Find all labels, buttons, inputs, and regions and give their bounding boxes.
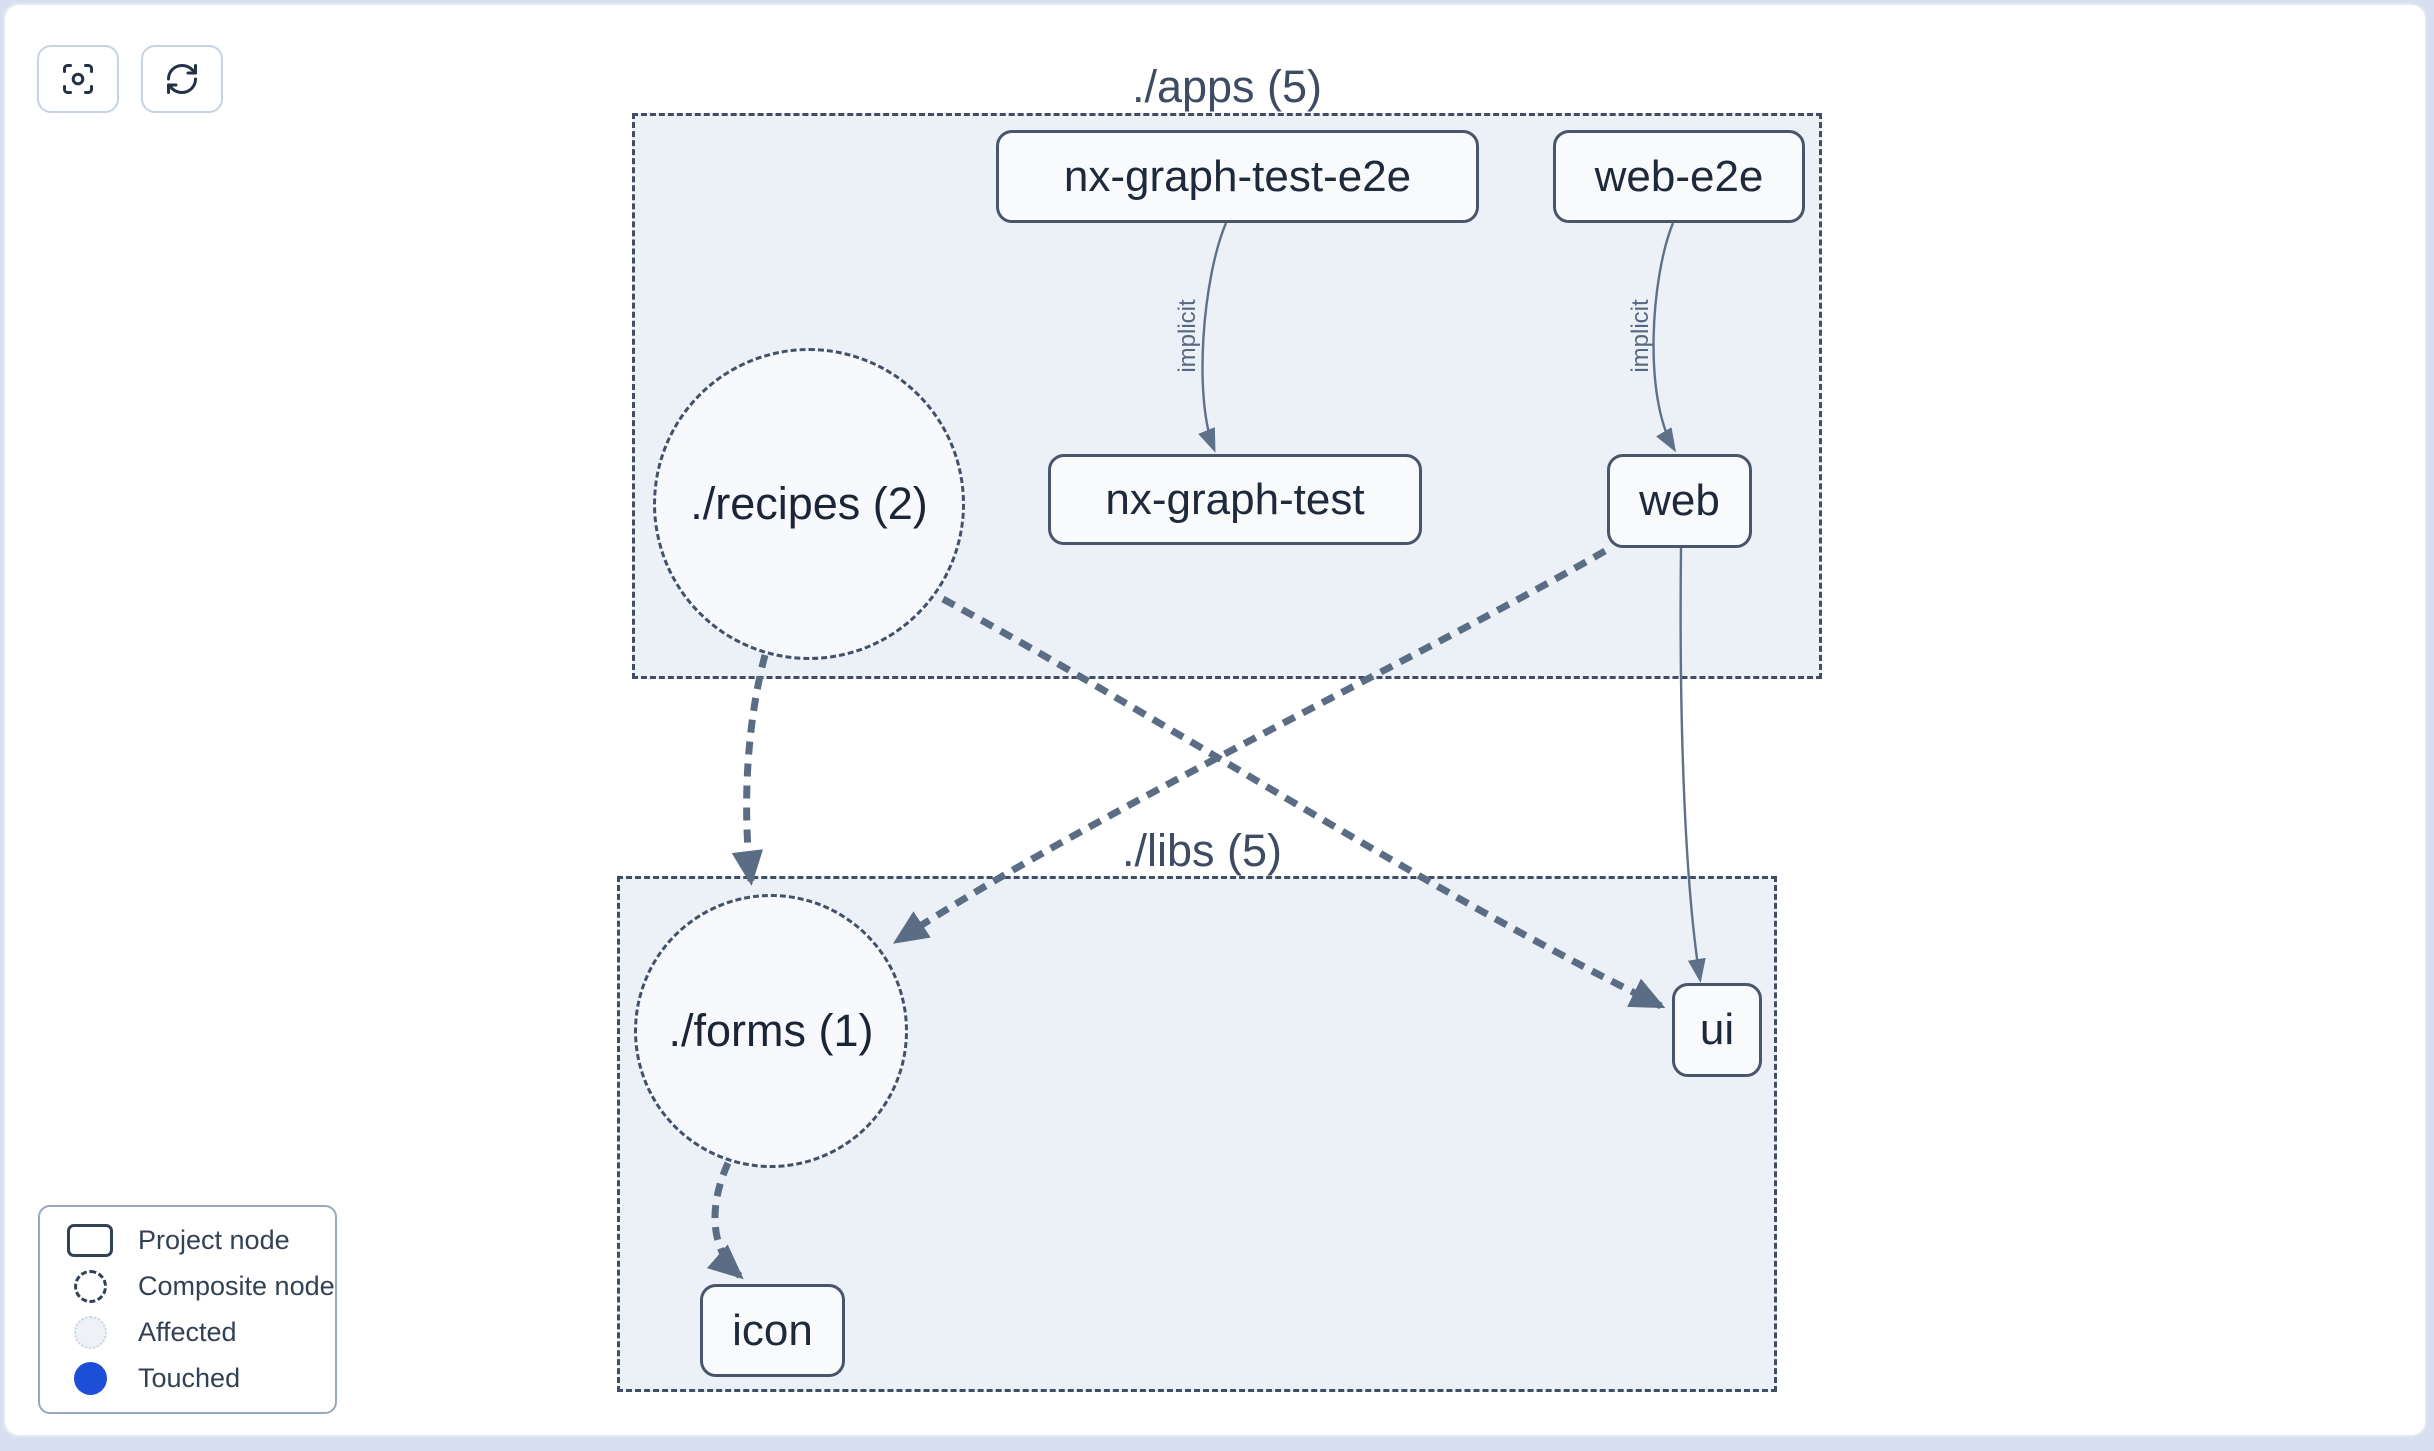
project-node-icon[interactable]: icon [700,1284,845,1377]
refresh-graph-button[interactable] [141,45,223,113]
legend: Project node Composite node Affected Tou… [38,1205,337,1414]
legend-item-composite-node: Composite node [64,1270,335,1303]
legend-label: Affected [138,1317,237,1347]
project-node-nx-graph-test[interactable]: nx-graph-test [1048,454,1422,545]
composite-node-swatch [64,1270,116,1303]
legend-label: Composite node [138,1271,335,1301]
group-title-apps: ./apps (5) [1131,61,1323,112]
edge-recipes-to-forms[interactable] [731,654,769,886]
project-node-nx-graph-test-e2e[interactable]: nx-graph-test-e2e [996,130,1479,223]
center-graph-button[interactable] [37,45,119,113]
project-node-swatch [64,1224,116,1257]
refresh-icon [167,64,197,94]
project-node-web[interactable]: web [1607,454,1752,548]
legend-label: Touched [138,1363,241,1393]
group-title-libs: ./libs (5) [1121,825,1283,876]
affected-swatch [64,1316,116,1349]
composite-node-forms[interactable]: ./forms (1) [634,894,908,1168]
project-node-web-e2e[interactable]: web-e2e [1553,130,1805,223]
legend-item-project-node: Project node [64,1224,335,1257]
touched-swatch [64,1362,116,1395]
graph-canvas[interactable]: ./apps (5) ./libs (5) implicit implicit … [3,3,2427,1437]
legend-item-touched: Touched [64,1362,335,1395]
project-node-ui[interactable]: ui [1672,983,1762,1077]
legend-item-affected: Affected [64,1316,335,1349]
composite-node-recipes[interactable]: ./recipes (2) [653,348,965,660]
focus-target-icon [63,64,93,94]
legend-label: Project node [138,1225,290,1255]
